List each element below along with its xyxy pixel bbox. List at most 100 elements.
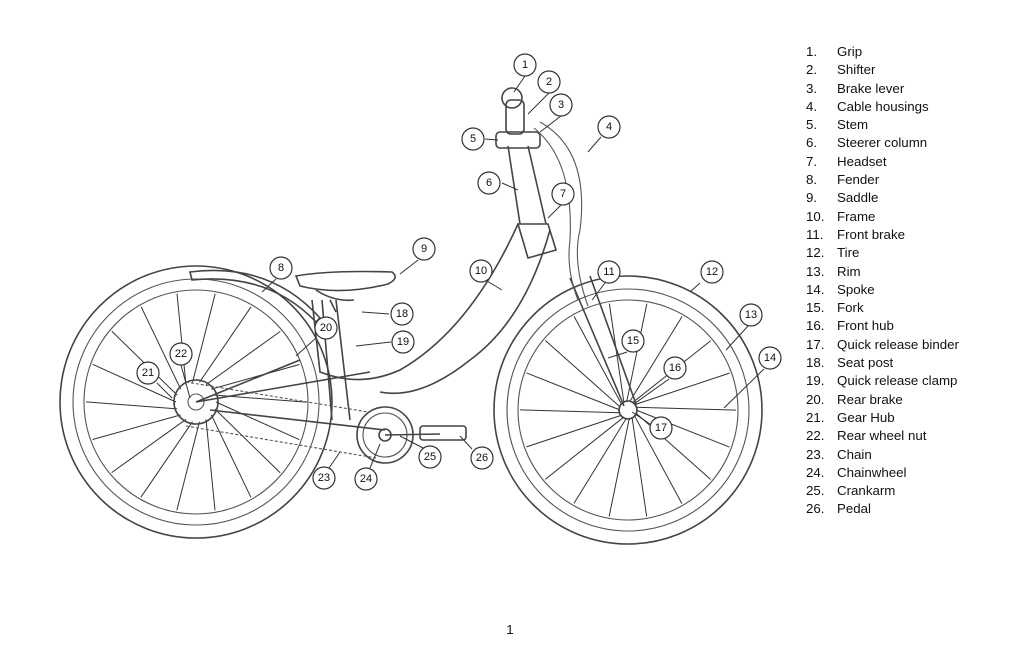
callout-14: 14 — [758, 346, 782, 370]
legend-label: Fork — [837, 300, 864, 316]
spoke — [205, 330, 281, 386]
legend-label: Rear wheel nut — [837, 428, 927, 444]
legend-number: 19. — [806, 373, 825, 389]
legend-number: 21. — [806, 409, 825, 425]
spoke — [140, 421, 193, 498]
legend-item: 1.Grip — [806, 43, 959, 61]
legend-label: Shifter — [837, 62, 876, 78]
spoke — [544, 416, 625, 480]
callout-18: 18 — [390, 302, 414, 326]
legend-label: Frame — [837, 208, 876, 224]
svg-text:26: 26 — [476, 452, 488, 464]
legend-number: 3. — [806, 80, 818, 96]
legend-number: 25. — [806, 483, 825, 499]
legend-label: Front hub — [837, 318, 894, 334]
saddle — [294, 270, 396, 313]
svg-text:15: 15 — [627, 335, 639, 347]
legend-item: 22. Rear wheel nut — [806, 427, 959, 445]
callout-25: 25 — [418, 445, 442, 469]
callout-11: 11 — [597, 260, 621, 284]
legend-item: 19.Quick release clamp — [806, 372, 959, 390]
legend-label: Rear brake — [837, 391, 903, 407]
spoke — [205, 419, 216, 511]
callout-21: 21 — [136, 361, 160, 385]
spoke — [211, 363, 300, 390]
legend-label: Rim — [837, 263, 861, 279]
legend-label: Headset — [837, 153, 887, 169]
svg-text:8: 8 — [278, 262, 284, 274]
svg-text:13: 13 — [745, 309, 757, 321]
spoke — [633, 414, 683, 504]
callout-7: 7 — [551, 182, 575, 206]
callout-3: 3 — [549, 93, 573, 117]
legend-item: 23.Chain — [806, 446, 959, 464]
spoke — [545, 340, 621, 408]
front-spokes — [519, 303, 737, 517]
legend-number: 9. — [806, 190, 818, 206]
svg-text:6: 6 — [486, 177, 492, 189]
legend-label: Pedal — [837, 501, 872, 517]
svg-text:2: 2 — [546, 76, 552, 88]
spoke — [85, 401, 178, 410]
svg-text:12: 12 — [706, 266, 718, 278]
svg-text:7: 7 — [560, 188, 566, 200]
callout-12: 12 — [700, 260, 724, 284]
spoke — [214, 408, 281, 474]
callouts: 1 2 3 4 5 6 7 8 9 10 11 12 13 14 15 16 1… — [136, 53, 782, 491]
legend-number: 8. — [806, 172, 818, 188]
svg-text:10: 10 — [475, 265, 487, 277]
legend-label: Saddle — [837, 190, 879, 206]
svg-text:16: 16 — [669, 362, 681, 374]
legend-item: 14.Spoke — [806, 281, 959, 299]
legend-item: 20. Rear brake — [806, 391, 959, 409]
legend-number: 10. — [806, 208, 825, 224]
spoke — [526, 414, 623, 448]
legend-item: 12. Tire — [806, 244, 959, 262]
spoke — [608, 303, 625, 404]
svg-text:9: 9 — [421, 243, 427, 255]
legend-number: 15. — [806, 300, 825, 316]
spoke — [633, 372, 730, 406]
legend-label: Tire — [837, 245, 860, 261]
spoke — [199, 306, 252, 383]
legend-label: Brake lever — [837, 80, 905, 96]
spoke — [635, 412, 711, 480]
legend-label: Gear Hub — [837, 409, 895, 425]
legend-item: 26.Pedal — [806, 500, 959, 518]
spoke — [608, 417, 630, 517]
svg-text:14: 14 — [764, 352, 776, 364]
legend-item: 6. Steerer column — [806, 134, 959, 152]
legend-number: 16. — [806, 318, 825, 334]
legend-item: 18.Seat post — [806, 354, 959, 372]
svg-text:20: 20 — [320, 322, 332, 334]
legend-item: 24.Chainwheel — [806, 464, 959, 482]
legend-number: 22. — [806, 428, 825, 444]
spoke — [215, 401, 300, 441]
spoke — [176, 421, 200, 511]
spoke — [92, 414, 181, 441]
legend-label: Front brake — [837, 226, 905, 242]
legend-number: 12. — [806, 245, 825, 261]
callout-6: 6 — [477, 171, 501, 195]
legend-number: 20. — [806, 391, 825, 407]
legend-item: 13.Rim — [806, 263, 959, 281]
legend-item: 15. Fork — [806, 299, 959, 317]
svg-text:23: 23 — [318, 472, 330, 484]
callout-9: 9 — [412, 237, 436, 261]
legend-number: 6. — [806, 135, 818, 151]
legend-item: 7.Headset — [806, 153, 959, 171]
rear-spokes — [85, 293, 307, 511]
spoke — [526, 372, 621, 411]
legend-number: 14. — [806, 281, 825, 297]
legend-label: Quick release binder — [837, 336, 959, 352]
legend-label: Steerer column — [837, 135, 928, 151]
svg-text:21: 21 — [142, 367, 154, 379]
legend-item: 16. Front hub — [806, 317, 959, 335]
legend-label: Grip — [837, 44, 863, 59]
legend-item: 25.Crankarm — [806, 482, 959, 500]
svg-text:18: 18 — [396, 308, 408, 320]
frame — [195, 87, 637, 431]
legend-label: Fender — [837, 172, 880, 188]
